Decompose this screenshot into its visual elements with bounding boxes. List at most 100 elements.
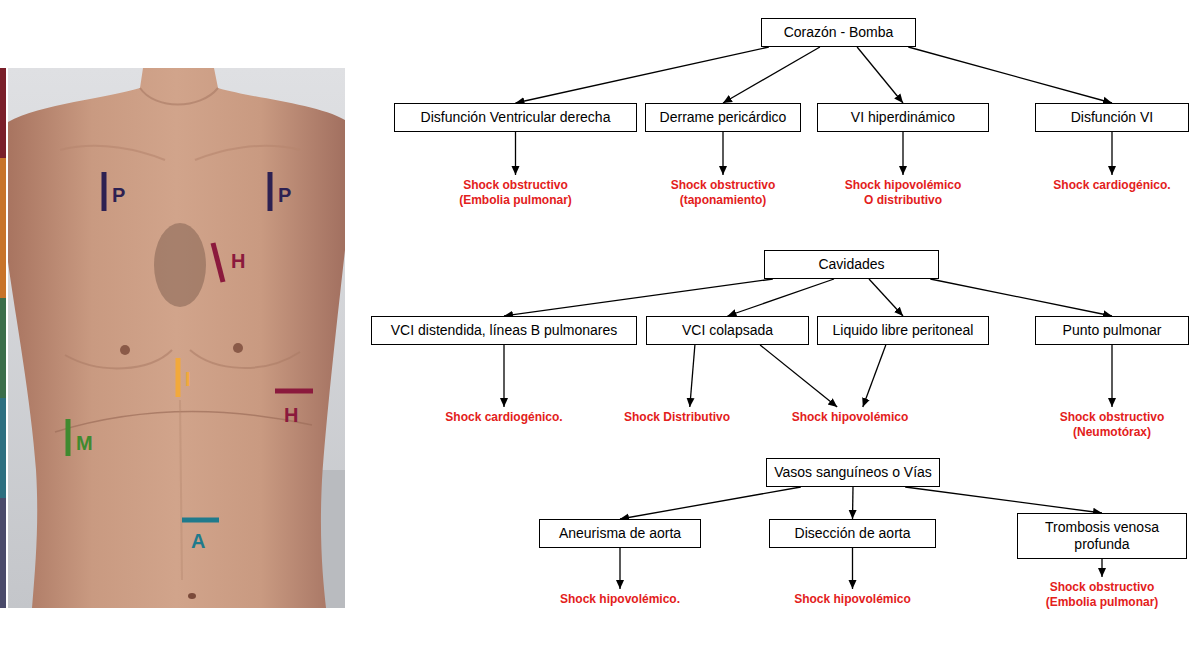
box-label: Disfunción Ventricular derecha <box>401 109 630 126</box>
nipple <box>120 345 130 355</box>
outcome-label: Shock hipovolémico O distributivo <box>839 178 967 208</box>
probe-label: H <box>284 404 298 426</box>
connector-arrow <box>690 345 695 407</box>
probe-label: I <box>185 368 191 390</box>
probe-marker <box>213 243 223 282</box>
connector-arrow <box>902 132 903 175</box>
connector-arrow <box>728 279 835 316</box>
probe-marker <box>66 419 71 456</box>
costal-margin <box>55 412 312 432</box>
connector-arrow <box>1111 345 1112 407</box>
connector-arrow <box>852 548 853 589</box>
outcome-label: Shock hipovolémico <box>789 592 917 607</box>
box-label: Derrame pericárdico <box>652 109 794 126</box>
outcome-text: Shock obstructivo (Embolia pulmonar) <box>452 178 580 208</box>
nipple <box>233 343 243 353</box>
outcome-label: Shock Distributivo <box>613 410 741 425</box>
probe-marker <box>268 172 273 211</box>
outcome-text: Shock cardiogénico. <box>440 410 568 425</box>
outcome-label: Shock hipovolémico. <box>556 592 684 607</box>
box-label: Punto pulmonar <box>1042 322 1182 339</box>
process-box: VCI distendida, líneas B pulmonares <box>371 316 637 345</box>
outcome-text: Shock Distributivo <box>613 410 741 425</box>
connector-arrow <box>760 345 837 407</box>
color-strip <box>0 398 6 498</box>
probe-marker <box>176 358 181 397</box>
box-label: VCI distendida, líneas B pulmonares <box>378 322 630 339</box>
process-box: Liquido libre peritoneal <box>817 316 989 345</box>
connector-arrow <box>515 132 516 175</box>
photo-background <box>8 68 345 608</box>
pectoral-line <box>65 350 300 368</box>
box-label: VCI colapsada <box>653 322 802 339</box>
process-box: Aneurisma de aorta <box>539 519 701 548</box>
box-label: VI hiperdinámico <box>824 109 982 126</box>
box-label: Trombosis venosa profunda <box>1040 519 1164 553</box>
probe-label: A <box>191 530 205 552</box>
connector-arrow <box>504 279 773 316</box>
chest-hair <box>154 223 206 307</box>
torso-photo <box>0 0 350 647</box>
process-box: Derrame pericárdico <box>645 103 801 132</box>
outcome-label: Shock hipovolémico <box>786 410 914 425</box>
box-label: Aneurisma de aorta <box>546 525 694 542</box>
clavicle-shadow <box>140 88 218 105</box>
box-label: Disección de aorta <box>776 525 929 542</box>
color-strip <box>0 68 6 158</box>
outcome-text: Shock obstructivo (Embolia pulmonar) <box>1038 580 1166 610</box>
process-box: Disfunción Ventricular derecha <box>394 103 637 132</box>
probe-marker <box>182 518 219 523</box>
probe-label: P <box>278 184 291 206</box>
navel <box>188 593 196 599</box>
outcome-text: Shock obstructivo (Neumotórax) <box>1048 410 1176 440</box>
outcome-text: Shock obstructivo (taponamiento) <box>659 178 787 208</box>
probe-marker <box>275 389 313 394</box>
connector-arrow <box>863 345 886 407</box>
outcome-label: Shock obstructivo (taponamiento) <box>659 178 787 208</box>
box-label: Cavidades <box>771 256 932 273</box>
outcome-label: Shock cardiogénico. <box>440 410 568 425</box>
connector-arrow <box>619 548 620 589</box>
color-strip <box>0 158 6 298</box>
box-label: Disfunción VI <box>1042 109 1182 126</box>
box-label: Corazón - Bomba <box>768 24 909 41</box>
connector-arrow <box>908 47 1112 103</box>
midline <box>180 400 182 580</box>
process-box: Vasos sanguíneos o Vías <box>766 458 940 487</box>
connector-arrow <box>516 47 769 103</box>
torso-skin <box>8 68 345 608</box>
process-box: Cavidades <box>764 250 939 279</box>
box-label: Vasos sanguíneos o Vías <box>773 464 933 481</box>
connector-arrow <box>722 132 723 175</box>
connector-arrow <box>905 487 1102 513</box>
process-box: VCI colapsada <box>646 316 809 345</box>
outcome-text: Shock hipovolémico. <box>556 592 684 607</box>
connector-arrow <box>852 487 854 519</box>
clavicle-line <box>60 146 300 160</box>
outcome-text: Shock cardiogénico. <box>1048 178 1176 193</box>
outcome-text: Shock hipovolémico <box>789 592 917 607</box>
color-strip <box>0 498 6 608</box>
outcome-label: Shock cardiogénico. <box>1048 178 1176 193</box>
process-box: Disfunción VI <box>1035 103 1189 132</box>
outcome-label: Shock obstructivo (Embolia pulmonar) <box>452 178 580 208</box>
process-box: Corazón - Bomba <box>761 18 916 47</box>
probe-marker <box>102 172 107 211</box>
probe-label: H <box>231 250 245 272</box>
process-box: Punto pulmonar <box>1035 316 1189 345</box>
outcome-label: Shock obstructivo (Embolia pulmonar) <box>1038 580 1166 610</box>
outcome-label: Shock obstructivo (Neumotórax) <box>1048 410 1176 440</box>
connector-arrow <box>723 47 820 103</box>
outcome-text: Shock hipovolémico O distributivo <box>839 178 967 208</box>
process-box: Trombosis venosa profunda <box>1017 513 1187 559</box>
probe-label: P <box>112 184 125 206</box>
outcome-text: Shock hipovolémico <box>786 410 914 425</box>
process-box: VI hiperdinámico <box>817 103 989 132</box>
connector-arrow <box>869 279 903 316</box>
probe-label: M <box>76 432 93 454</box>
connector-arrow <box>503 345 504 407</box>
connector-arrow <box>1101 559 1102 577</box>
box-label: Liquido libre peritoneal <box>824 322 982 339</box>
